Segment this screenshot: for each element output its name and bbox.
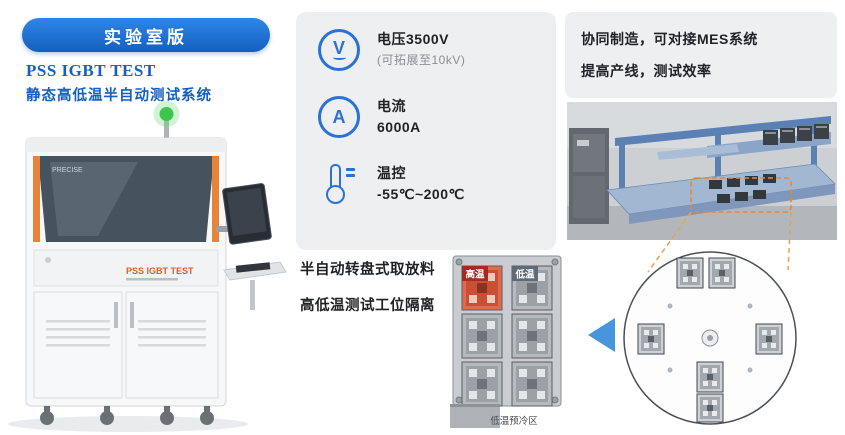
hot-label-badge	[462, 266, 488, 281]
plate-bolts	[455, 258, 559, 404]
current-value: 6000A	[377, 119, 421, 135]
voltage-note: (可拓展至10kV)	[377, 53, 466, 67]
arrow-left-icon	[588, 318, 615, 352]
machine-photo: PRECISE PSS IGBT TEST	[8, 101, 287, 432]
mes-line1: 协同制造，可对接MES系统	[581, 31, 758, 47]
turntable-diagram	[623, 251, 797, 425]
turntable-fixture	[676, 257, 704, 289]
turntable-fixture	[755, 323, 783, 355]
turntable-fixture	[696, 393, 724, 423]
mes-cad-image	[567, 102, 837, 240]
machine-brand-label: PRECISE	[52, 167, 83, 174]
cold-label-badge	[512, 266, 538, 281]
cad-annotation-box	[690, 177, 792, 213]
machine-shadow	[8, 416, 248, 432]
voltage-symbol: V	[332, 38, 345, 58]
hot-label: 高温	[465, 269, 485, 281]
temperature-icon	[318, 163, 360, 205]
cad-heatsink-modules	[763, 124, 829, 145]
temperature-label: 温控	[377, 165, 406, 181]
machine-model-label: PSS IGBT TEST	[126, 266, 194, 276]
plate-socket	[461, 361, 503, 407]
cad-cabinet	[569, 128, 609, 224]
temperature-range: -55℃~200℃	[377, 186, 465, 202]
turntable-bolts	[667, 303, 753, 373]
current-icon: A	[318, 96, 360, 138]
lab-version-badge: 实验室版	[22, 18, 270, 52]
voltage-icon: V	[318, 29, 360, 71]
product-title: PSS IGBT TEST 静态高低温半自动测试系统	[26, 61, 212, 105]
machine-window: PRECISE	[38, 156, 214, 242]
turntable-fixture	[708, 257, 736, 289]
plate-socket	[511, 361, 553, 407]
plate-socket	[461, 313, 503, 359]
fixture-plate-image: 高温 低温 低温预冷区	[450, 255, 562, 428]
product-title-cn: 静态高低温半自动测试系统	[26, 88, 212, 104]
status-light-icon	[153, 101, 180, 146]
current-symbol: A	[332, 107, 346, 127]
plate-socket	[511, 313, 553, 359]
plate-caption: 低温预冷区	[490, 415, 538, 427]
mes-line2: 提高产线，测试效率	[581, 63, 712, 79]
machine-monitor	[216, 183, 287, 310]
orange-trim-right	[212, 156, 219, 242]
machine-control-band: PSS IGBT TEST	[33, 249, 219, 287]
turntable-fixture	[637, 323, 665, 355]
cad-gantry-arm	[657, 144, 739, 160]
specs-panel: V 电压3500V (可拓展至10kV) A 电流 6000A	[296, 12, 556, 250]
cold-label: 低温	[514, 269, 535, 281]
turntable-text2: 高低温测试工位隔离	[300, 298, 435, 314]
mes-panel: 协同制造，可对接MES系统 提高产线，测试效率	[565, 12, 837, 98]
turntable-text1: 半自动转盘式取放料	[300, 262, 435, 278]
voltage-wave-icon	[332, 55, 346, 60]
plate-base-block	[450, 404, 500, 428]
spec-current: A 电流 6000A	[318, 96, 556, 138]
product-title-en: PSS IGBT TEST	[26, 61, 156, 80]
orange-trim-left	[33, 156, 40, 242]
current-label: 电流	[377, 98, 406, 114]
voltage-value: 电压3500V	[377, 31, 449, 47]
machine-casters	[40, 406, 214, 425]
machine-doors	[33, 291, 219, 399]
spec-temperature: 温控 -55℃~200℃	[318, 163, 556, 205]
turntable-fixture	[696, 361, 724, 393]
spec-voltage: V 电压3500V (可拓展至10kV)	[318, 29, 556, 71]
